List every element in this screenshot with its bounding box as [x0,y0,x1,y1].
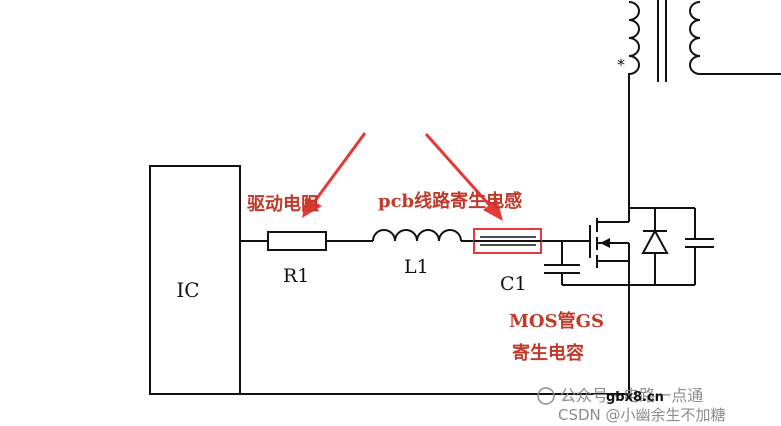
csdn-watermark: CSDN @小幽余生不加糖 [558,406,726,424]
l1-label: L1 [404,256,429,278]
arrow-to-inductance [424,133,503,221]
pcb-inductance-highlight [473,228,542,254]
ic-block: IC [149,165,241,395]
c1-label: C1 [500,273,527,295]
polarity-dot: * [617,55,625,74]
diode-triangle [641,228,669,254]
site-watermark: gbx8.cn [606,390,664,405]
wechat-watermark-text: 公众号 · 电路一点通 [560,386,703,405]
transformer [628,0,781,82]
pcb-inductance-label: pcb线路寄生电感 [378,190,522,212]
mos-gs-label-line2: 寄生电容 [512,342,584,364]
arrow-to-r1 [302,132,367,218]
wechat-watermark: 公众号 · 电路一点通 [537,386,703,405]
r1-label: R1 [283,265,309,287]
ic-label: IC [176,278,199,302]
drive-resistor-label: 驱动电阻 [247,193,319,215]
mos-gs-label-line1: MOS管GS [509,310,604,332]
resistor-r1: R1 [267,231,327,287]
mosfet [589,80,714,394]
inductor-l1: L1 [372,229,462,278]
capacitor-c1 [544,241,629,286]
